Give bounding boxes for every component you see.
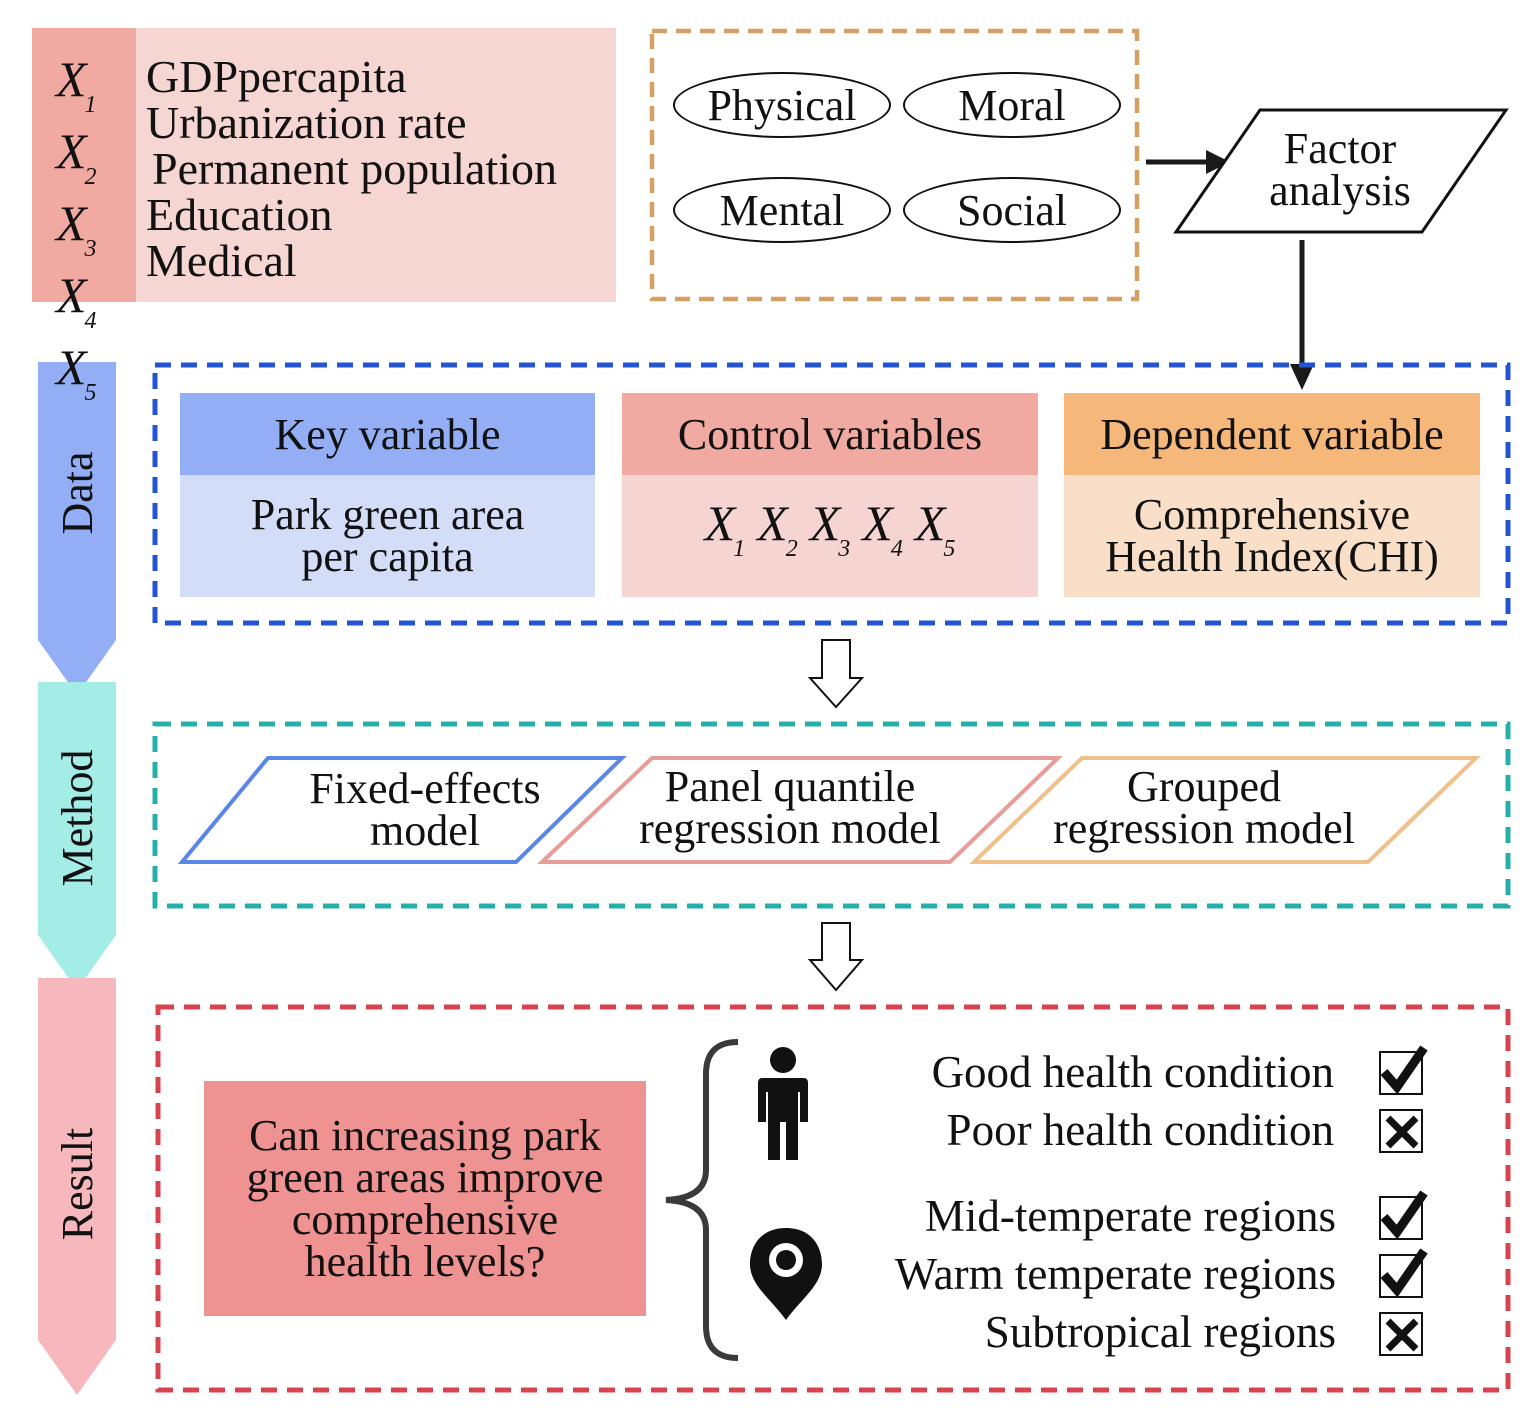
result-warm-temperate: Warm temperate regions	[894, 1249, 1336, 1299]
legend-symbols: X1 X2 X3 X4 X5	[56, 51, 116, 416]
method-frame	[152, 721, 1511, 909]
question-line-3: comprehensive	[291, 1194, 559, 1244]
legend-symbol-4: X4	[56, 267, 97, 334]
arrow-to-dependent-head	[1290, 364, 1314, 390]
result-frame	[155, 1004, 1511, 1393]
legend-symbol-column	[32, 28, 136, 302]
control-var-x3: X3	[809, 495, 851, 562]
stage-result-chevron	[38, 978, 116, 1395]
legend-symbol-2: X2	[56, 123, 97, 190]
dependent-variable-body-bg	[1064, 475, 1480, 597]
stage-data-chevron	[38, 362, 116, 695]
dependent-variable-header: Dependent variable	[1100, 409, 1444, 459]
control-var-x5: X5	[914, 495, 956, 562]
legend-symbol-1: X1	[56, 51, 97, 118]
control-var-x1: X1	[704, 495, 746, 562]
legend-label-2: Urbanization rate	[146, 97, 467, 148]
legend-label-4: Education	[146, 189, 333, 240]
question-line-1: Can increasing park	[249, 1110, 601, 1160]
stage-data-label: Data	[52, 451, 102, 535]
question-line-2: green areas improve	[246, 1152, 604, 1202]
question-line-4: health levels?	[304, 1236, 546, 1286]
stage-method-label: Method	[52, 749, 102, 887]
location-pin-icon	[750, 1228, 822, 1320]
stage-method-chevron	[38, 682, 116, 990]
key-variable-line-1: Park green area	[250, 490, 525, 539]
stage-result-label: Result	[52, 1127, 102, 1241]
method-grouped-line-1: Grouped	[1127, 762, 1281, 811]
dependent-variable-header-bg	[1064, 393, 1480, 475]
method-fixed-effects-shape	[177, 756, 627, 864]
dependent-variable-line-2: Health Index(CHI)	[1105, 532, 1439, 581]
legend-symbol-5: X5	[56, 339, 97, 406]
dependent-variable-body: Comprehensive Health Index(CHI)	[1064, 475, 1480, 597]
method-fixed-effects-line-1: Fixed-effects	[309, 764, 541, 813]
legend-label-5: Medical	[146, 235, 297, 286]
result-mid-temperate: Mid-temperate regions	[924, 1191, 1336, 1241]
method-grouped-shape	[969, 756, 1481, 864]
check-icon	[1379, 1248, 1428, 1298]
person-icon	[758, 1047, 808, 1160]
factor-analysis-shape	[1173, 108, 1509, 234]
dimension-moral: Moral	[903, 72, 1121, 138]
method-panel-quantile-shape	[536, 756, 1063, 864]
control-variables-header-bg	[622, 393, 1038, 475]
result-brace	[665, 1039, 739, 1361]
check-icon	[1379, 1045, 1428, 1095]
control-var-x2: X2	[757, 495, 798, 562]
key-variable-header: Key variable	[274, 409, 501, 459]
dependent-variable-line-1: Comprehensive	[1133, 490, 1411, 539]
legend-labels: GDPpercapita Urbanization rate Permanent…	[146, 54, 606, 284]
dimension-physical: Physical	[673, 72, 891, 138]
result-poor-health: Poor health condition	[946, 1105, 1334, 1155]
method-panel-quantile-line-1: Panel quantile	[664, 762, 916, 811]
check-icon	[1379, 1190, 1428, 1240]
dimension-social: Social	[903, 177, 1121, 243]
legend-label-1: GDPpercapita	[146, 51, 407, 102]
legend-symbol-3: X3	[56, 195, 97, 262]
cross-icon	[1379, 1109, 1423, 1153]
legend-label-3: Permanent population	[152, 143, 557, 194]
arrow-to-factor-head	[1206, 150, 1230, 174]
factor-analysis-label: Factor analysis	[1210, 124, 1470, 216]
legend-label-column	[136, 28, 616, 302]
factor-analysis-line-2: analysis	[1269, 166, 1411, 215]
dimension-mental: Mental	[673, 177, 891, 243]
key-variable-body-bg	[180, 475, 595, 597]
method-panel-quantile: Panel quantile regression model	[600, 762, 980, 853]
down-arrow-data-to-method	[807, 639, 865, 709]
method-grouped: Grouped regression model	[1022, 762, 1386, 853]
down-arrow-method-to-result	[807, 922, 865, 992]
method-grouped-line-2: regression model	[1053, 804, 1355, 853]
method-fixed-effects-line-2: model	[370, 806, 480, 855]
control-variables-body: X1 X2 X3 X4 X5	[622, 475, 1038, 597]
method-panel-quantile-line-2: regression model	[639, 804, 941, 853]
control-variables-body-bg	[622, 475, 1038, 597]
data-frame	[152, 362, 1511, 626]
result-good-health: Good health condition	[931, 1047, 1334, 1097]
question-box-bg	[204, 1081, 646, 1316]
cross-icon	[1379, 1312, 1423, 1356]
health-dimensions-frame	[649, 28, 1140, 302]
method-fixed-effects: Fixed-effects model	[270, 764, 580, 855]
control-variables-header: Control variables	[677, 409, 983, 459]
key-variable-header-bg	[180, 393, 595, 475]
key-variable-line-2: per capita	[301, 532, 474, 581]
result-status-marks	[1379, 1045, 1428, 1356]
factor-analysis-line-1: Factor	[1283, 124, 1397, 173]
control-var-x4: X4	[862, 495, 903, 562]
result-subtropical: Subtropical regions	[984, 1307, 1336, 1357]
research-question: Can increasing park green areas improve …	[204, 1081, 646, 1316]
key-variable-body: Park green area per capita	[180, 475, 595, 597]
